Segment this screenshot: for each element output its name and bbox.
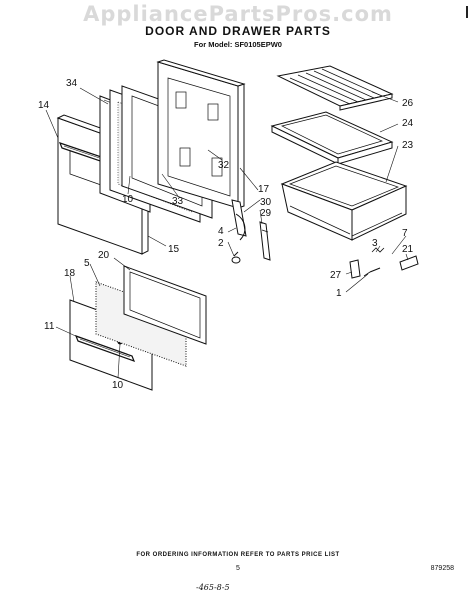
part-label-33: 33 (172, 196, 184, 207)
part-label-2: 2 (218, 238, 224, 249)
storage-drawer (280, 161, 408, 241)
model-subtitle: For Model: SF0105EPW0 (194, 40, 282, 49)
watermark-logo: AppliancePartsPros.com (83, 2, 393, 26)
broil-pan (270, 111, 394, 165)
part-label-10: 10 (122, 194, 134, 205)
page-edge-mark (466, 6, 468, 18)
part-label-11: 11 (44, 321, 55, 332)
handwritten-signature: -465-8-5 (196, 583, 230, 592)
part-label-5: 5 (84, 258, 90, 269)
drawer-insulation-pad (95, 281, 187, 367)
part-label-7: 7 (402, 228, 408, 239)
page-number: 5 (236, 565, 240, 572)
part-label-3: 3 (372, 238, 378, 249)
broil-pan-grid (276, 65, 394, 111)
part-label-20: 20 (98, 250, 110, 261)
diagram-code: 879258 (430, 565, 454, 572)
part-label-18: 18 (64, 268, 76, 279)
back-door-panel (156, 59, 246, 209)
part-label-23: 23 (402, 140, 414, 151)
part-label-10-drawer: 10 (112, 380, 124, 391)
part-label-1: 1 (336, 288, 342, 299)
part-label-4: 4 (218, 226, 224, 237)
part-label-17: 17 (258, 184, 270, 195)
ordering-note: FOR ORDERING INFORMATION REFER TO PARTS … (136, 552, 340, 558)
diagram-title: DOOR AND DRAWER PARTS (145, 24, 331, 38)
part-label-27: 27 (330, 270, 342, 281)
part-label-29: 29 (260, 208, 272, 219)
part-label-30: 30 (260, 197, 272, 208)
part-label-15: 15 (168, 244, 180, 255)
part-label-14: 14 (38, 100, 50, 111)
door-hinge-assembly (231, 199, 271, 264)
drawer-back-panel (123, 265, 207, 345)
part-label-32: 32 (218, 160, 230, 171)
drawer-roller-parts (349, 247, 419, 279)
part-label-34: 34 (66, 78, 78, 89)
part-label-24: 24 (402, 118, 414, 129)
part-label-21: 21 (402, 244, 414, 255)
part-label-26: 26 (402, 98, 414, 109)
leader-lines (45, 87, 409, 379)
